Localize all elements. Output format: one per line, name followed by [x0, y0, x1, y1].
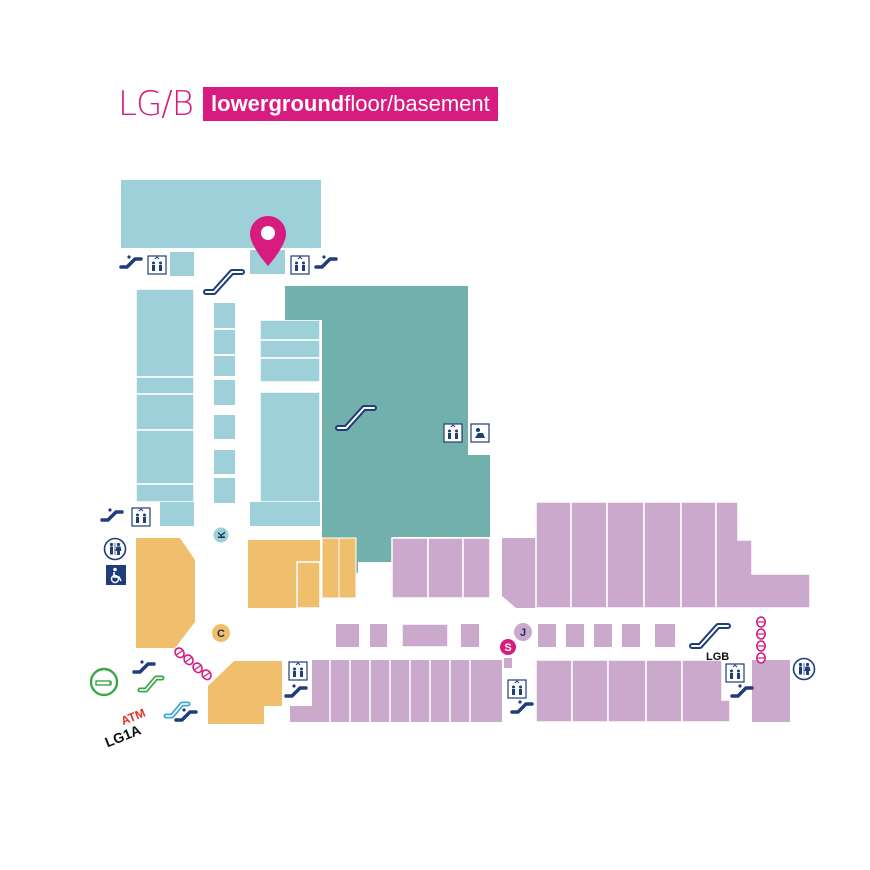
unit-purple-k9[interactable]	[655, 624, 675, 647]
unit-purple-b1[interactable]	[502, 538, 536, 608]
location-pin-icon[interactable]	[250, 216, 286, 266]
zone-marker-j: J	[514, 623, 532, 641]
escalator-icon[interactable]	[730, 682, 754, 698]
unit-purple-s5[interactable]	[681, 659, 731, 723]
unit-west-5[interactable]	[135, 483, 195, 503]
unit-purple-k4[interactable]	[461, 624, 479, 647]
svg-text:C: C	[217, 628, 225, 640]
baby-change-icon	[470, 423, 490, 443]
toilets-icon[interactable]	[103, 537, 127, 561]
unit-west-3[interactable]	[135, 393, 195, 431]
unit-purple-k2[interactable]	[370, 624, 387, 647]
unit-purple-k10[interactable]	[504, 658, 512, 668]
unit-west-2[interactable]	[135, 376, 195, 395]
kiosk-6[interactable]	[214, 450, 235, 474]
unit-orange-e1[interactable]	[321, 537, 340, 599]
floor-banner-light: floor/basement	[344, 91, 490, 116]
unit-purple-s3[interactable]	[607, 659, 647, 723]
exit-icon[interactable]	[755, 640, 767, 652]
escalator-icon[interactable]	[100, 506, 124, 522]
escalator-icon[interactable]	[510, 698, 534, 714]
escalator-icon[interactable]	[132, 658, 156, 674]
unit-purple-a3[interactable]	[462, 537, 491, 599]
unit-purple-a1[interactable]	[391, 537, 429, 599]
zone-marker-c: C	[212, 624, 230, 642]
lift-icon[interactable]	[725, 663, 745, 683]
unit-purple-k7[interactable]	[594, 624, 612, 647]
unit-purple-k8[interactable]	[622, 624, 640, 647]
kiosk-2[interactable]	[214, 330, 235, 354]
unit-purple-k1[interactable]	[336, 624, 359, 647]
unit-top-small[interactable]	[170, 252, 194, 276]
unit-purple-s6[interactable]	[752, 660, 790, 722]
exit-icon[interactable]	[755, 628, 767, 640]
floor-code: LG/B	[118, 84, 194, 124]
zone-marker-s: S	[500, 639, 516, 655]
kiosk-7[interactable]	[214, 478, 235, 503]
lgb-label: LGB	[706, 651, 729, 663]
unit-purple-b3[interactable]	[570, 501, 608, 609]
lift-icon[interactable]	[507, 679, 527, 699]
escalator-icon[interactable]	[284, 682, 308, 698]
kiosk-3[interactable]	[214, 356, 235, 376]
unit-purple-b7[interactable]	[715, 501, 811, 609]
unit-purple-s4[interactable]	[645, 659, 683, 723]
floor-banner: lowergroundfloor/basement	[203, 87, 498, 121]
unit-east-3[interactable]	[259, 357, 321, 383]
unit-purple-s2[interactable]	[571, 659, 609, 723]
floor-banner-bold: lowerground	[211, 91, 345, 116]
unit-purple-a2[interactable]	[427, 537, 464, 599]
unit-purple-row-south[interactable]	[290, 660, 502, 722]
unit-east-4[interactable]	[259, 391, 321, 503]
unit-west-4[interactable]	[135, 429, 195, 485]
svg-text:J: J	[520, 627, 526, 639]
unit-east-5[interactable]	[250, 502, 320, 526]
svg-text:K: K	[217, 531, 228, 539]
accessible-toilet-icon[interactable]	[106, 565, 126, 585]
anchor-store-teal[interactable]	[285, 286, 490, 573]
orange-zone-units	[136, 537, 357, 724]
zone-marker-k: K	[213, 527, 229, 543]
kiosk-4[interactable]	[214, 380, 235, 405]
unit-purple-k5[interactable]	[538, 624, 556, 647]
exit-icon[interactable]	[755, 616, 767, 628]
unit-orange-west[interactable]	[136, 538, 195, 648]
unit-east-2[interactable]	[259, 339, 321, 359]
svg-text:S: S	[504, 642, 511, 654]
lift-icon[interactable]	[131, 507, 151, 527]
unit-block-top[interactable]	[121, 180, 321, 248]
lift-icon[interactable]	[288, 661, 308, 681]
toilets-icon[interactable]	[792, 657, 816, 681]
lift-icon[interactable]	[147, 255, 167, 275]
unit-purple-k6[interactable]	[566, 624, 584, 647]
unit-east-1[interactable]	[259, 319, 321, 341]
lift-icon[interactable]	[443, 423, 463, 443]
unit-orange-e2[interactable]	[338, 537, 357, 599]
unit-purple-b5[interactable]	[643, 501, 682, 609]
escalator-icon[interactable]	[314, 253, 338, 269]
purple-zone-units	[290, 501, 811, 723]
lift-icon[interactable]	[290, 255, 310, 275]
kiosk-1[interactable]	[214, 303, 235, 328]
floor-heading: LG/B lowergroundfloor/basement	[118, 82, 498, 126]
kiosk-5[interactable]	[214, 415, 235, 439]
escalator-icon[interactable]	[119, 253, 143, 269]
blue-zone-units	[121, 180, 321, 526]
unit-purple-k3[interactable]	[401, 623, 449, 648]
unit-purple-b6[interactable]	[680, 501, 717, 609]
exit-icon[interactable]	[755, 652, 767, 664]
unit-purple-b4[interactable]	[606, 501, 645, 609]
no-smoking-icon	[89, 667, 119, 697]
unit-orange-centre-inner[interactable]	[296, 561, 321, 609]
unit-west-1[interactable]	[135, 288, 195, 378]
unit-west-6[interactable]	[160, 502, 194, 526]
unit-purple-s1[interactable]	[535, 659, 573, 723]
unit-orange-south[interactable]	[208, 661, 282, 724]
unit-purple-b2[interactable]	[535, 501, 572, 609]
